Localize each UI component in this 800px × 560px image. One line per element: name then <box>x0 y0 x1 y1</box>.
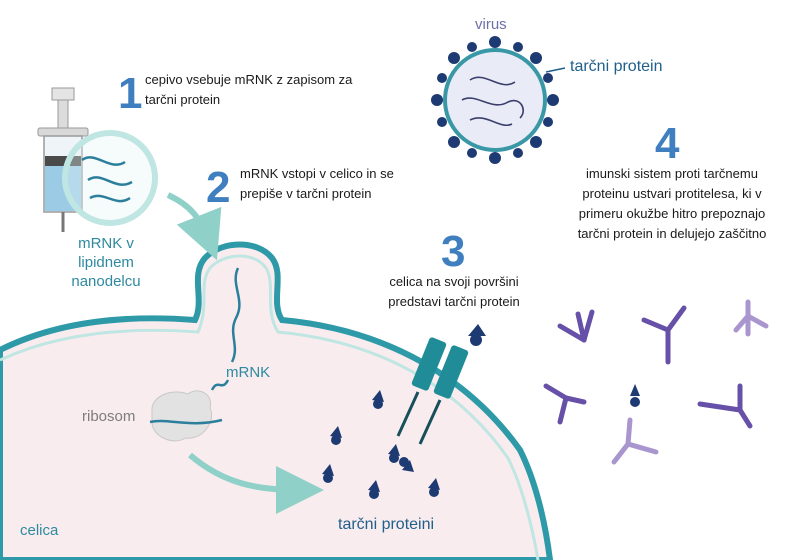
cell <box>0 241 554 560</box>
lipid-nanoparticle <box>62 130 158 226</box>
antibodies <box>543 299 769 465</box>
step-4-number: 4 <box>655 119 680 168</box>
surface-receptor <box>396 324 486 445</box>
target-proteins-label: tarčni proteini <box>338 516 435 533</box>
target-protein-label: tarčni protein <box>570 58 663 75</box>
virus-protein-pointer <box>545 67 566 73</box>
mrna-strands <box>210 267 241 391</box>
step-3-text: celica na svoji površini predstavi tarčn… <box>388 274 520 309</box>
step-2-text: mRNK vstopi v celico in se prepiše v tar… <box>240 166 394 201</box>
step-3-number: 3 <box>441 227 466 276</box>
antibody <box>697 383 753 429</box>
cell-label: celica <box>20 522 59 539</box>
antibody <box>611 417 659 465</box>
step-1-number: 1 <box>118 69 143 118</box>
antibody-bound-protein <box>630 384 640 407</box>
step-2-number: 2 <box>206 163 231 212</box>
arrow-ribosome-to-proteins <box>188 452 324 514</box>
antibody <box>641 305 687 365</box>
ribosome <box>149 390 223 442</box>
ribosome-label: ribosom <box>82 408 136 425</box>
antibody <box>557 309 595 343</box>
step-1-text: cepivo vsebuje mRNK z zapisom za tarčni … <box>145 72 353 107</box>
arrow-lnp-to-cell <box>166 192 222 261</box>
antibody <box>733 299 769 337</box>
cell-body <box>0 241 554 560</box>
virus-label: virus <box>475 16 507 33</box>
step-4-text: imunski sistem proti tarčnemu proteinu u… <box>577 166 767 241</box>
antibody <box>543 383 587 425</box>
virus-illustration <box>431 36 559 164</box>
mrna-lnp-label: mRNK v lipidnem nanodelcu <box>71 235 141 290</box>
mrna-label: mRNK <box>226 364 271 381</box>
target-proteins <box>322 390 440 499</box>
cell-membrane-inner <box>0 254 540 560</box>
